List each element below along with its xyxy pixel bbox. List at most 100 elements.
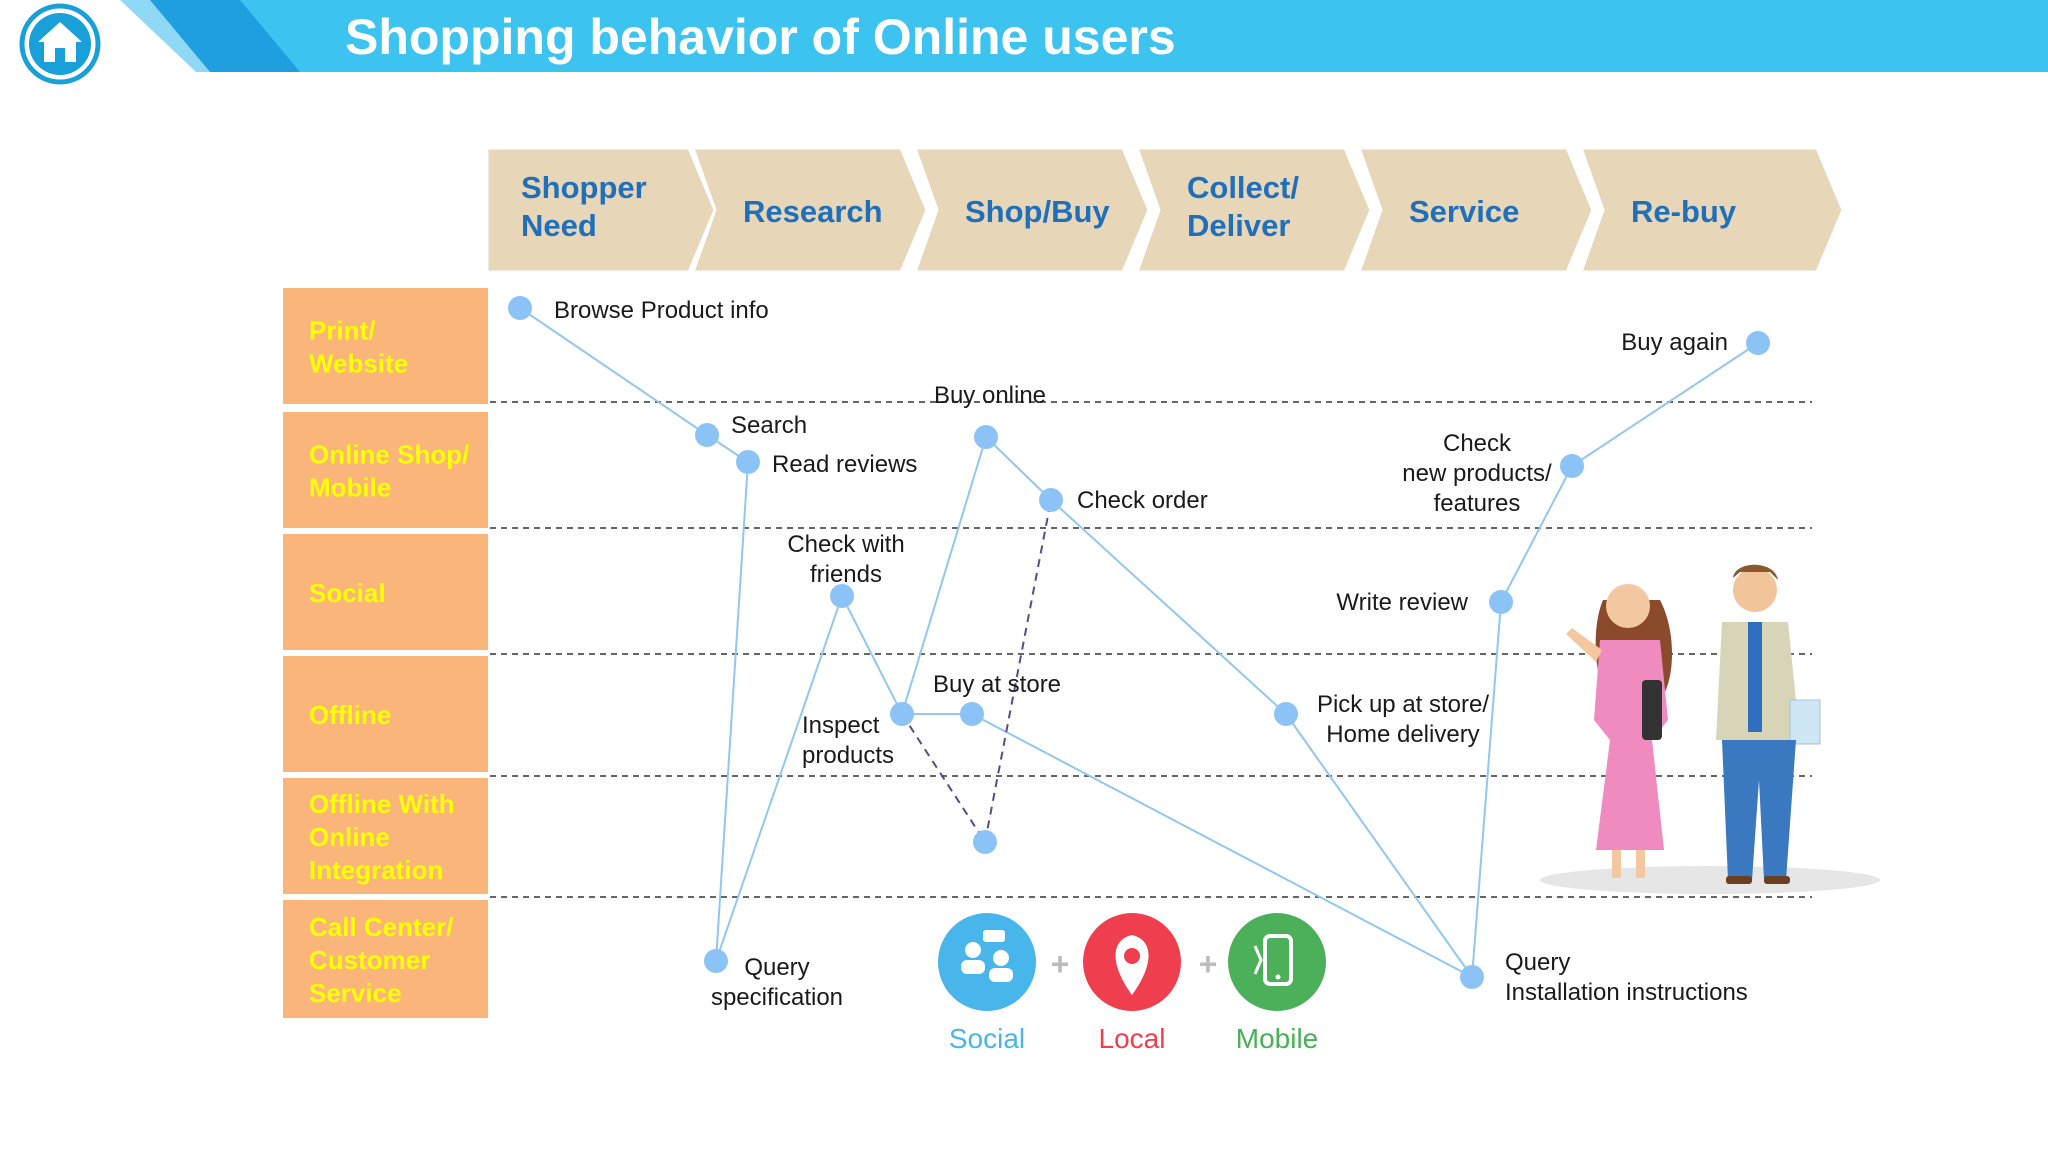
man-figure <box>1716 564 1821 884</box>
touchpoint-node-buy_online <box>974 425 998 449</box>
connector-check_order-pickup <box>1050 499 1287 715</box>
woman-arm <box>1566 628 1602 662</box>
touchpoint-node-query_install <box>1460 965 1484 989</box>
connector-query_install-write_review <box>1471 601 1502 978</box>
touchpoint-node-query_spec <box>704 949 728 973</box>
home-button[interactable] <box>18 2 102 86</box>
legend-plus-2: + <box>1199 946 1218 982</box>
stage-label-6: Re-buy <box>1631 194 1737 229</box>
stage-label-2: Research <box>743 194 883 229</box>
stage-arrow-3 <box>912 146 1151 274</box>
touchpoint-label-write_review: Write review <box>1336 589 1468 616</box>
legend-label-mobile: Mobile <box>1236 1023 1318 1054</box>
touchpoint-node-pickup <box>1274 702 1298 726</box>
touchpoint-label-pickup: Pick up at store/Home delivery <box>1317 691 1489 748</box>
connector-buy_store-query_install <box>971 713 1473 978</box>
touchpoint-label-buy_store: Buy at store <box>933 671 1061 698</box>
touchpoint-label-browse: Browse Product info <box>554 297 769 324</box>
shoppers-illustration <box>1540 564 1880 894</box>
touchpoint-label-reviews: Read reviews <box>772 451 917 478</box>
woman-bag <box>1642 680 1662 740</box>
woman-dress <box>1594 640 1668 850</box>
touchpoint-node-reviews <box>736 450 760 474</box>
touchpoint-node-friends <box>830 584 854 608</box>
channel-legend: Social Local Mobile + + <box>938 913 1326 1054</box>
legend-item-local: Local <box>1083 913 1181 1054</box>
touchpoint-node-browse <box>508 296 532 320</box>
man-shoe-left <box>1726 876 1752 884</box>
connector-reviews-query_spec <box>715 461 749 962</box>
legend-label-local: Local <box>1099 1023 1166 1054</box>
page-title: Shopping behavior of Online users <box>345 9 1176 65</box>
touchpoint-node-search <box>695 423 719 447</box>
connector-pickup-query_install <box>1285 713 1473 978</box>
touchpoint-node-buy_again <box>1746 331 1770 355</box>
connector-friends-inspect <box>841 595 903 715</box>
stage-arrow-6 <box>1578 146 1845 274</box>
channel-box-2 <box>283 412 488 528</box>
channel-label-1: Print/Website <box>309 316 408 379</box>
stage-arrow-4 <box>1134 146 1373 274</box>
touchpoint-label-search: Search <box>731 412 807 439</box>
dashed-connector-inspect-integration <box>901 713 986 843</box>
touchpoint-label-buy_again: Buy again <box>1621 329 1728 356</box>
lane-dividers <box>490 401 1812 898</box>
woman-leg-left <box>1612 850 1621 878</box>
channel-label-2: Online Shop/Mobile <box>309 440 469 503</box>
stage-label-4: Collect/Deliver <box>1187 170 1299 243</box>
legend-plus-1: + <box>1051 946 1070 982</box>
connector-browse-search <box>519 307 708 436</box>
header-accent-light <box>120 0 210 72</box>
touchpoint-node-buy_store <box>960 702 984 726</box>
channel-box-1 <box>283 288 488 404</box>
man-tablet <box>1789 699 1821 745</box>
legend-item-mobile: Mobile <box>1228 913 1326 1054</box>
legend-circle-mobile <box>1228 913 1326 1011</box>
man-jeans <box>1722 740 1796 880</box>
touchpoint-label-buy_online: Buy online <box>934 382 1046 409</box>
channel-label-4: Offline <box>309 700 391 730</box>
channel-box-6 <box>283 900 488 1018</box>
touchpoint-node-write_review <box>1489 590 1513 614</box>
touchpoint-node-integration <box>973 830 997 854</box>
journey-connectors <box>519 307 1759 978</box>
header-background <box>0 0 2048 72</box>
stage-arrow-2 <box>690 146 929 274</box>
touchpoint-label-check_order: Check order <box>1077 487 1208 514</box>
channel-box-4 <box>283 656 488 772</box>
connector-query_spec-friends <box>715 595 843 962</box>
connector-check_new-buy_again <box>1571 342 1759 467</box>
man-hair <box>1733 564 1778 580</box>
channel-box-5 <box>283 778 488 894</box>
channel-box-3 <box>283 534 488 650</box>
map-pin-icon <box>1115 935 1149 995</box>
dashed-connector-integration-check_order <box>984 499 1052 843</box>
woman-figure <box>1566 584 1672 878</box>
touchpoint-node-check_order <box>1039 488 1063 512</box>
connector-inspect-buy_online <box>901 436 987 715</box>
home-icon <box>19 3 101 85</box>
legend-label-social: Social <box>949 1023 1025 1054</box>
man-shirt <box>1748 622 1762 732</box>
touchpoint-nodes <box>508 296 1770 989</box>
man-head <box>1733 568 1777 612</box>
stage-arrow-1 <box>485 146 717 274</box>
legend-item-social: Social <box>938 913 1036 1054</box>
channel-label-3: Social <box>309 578 386 608</box>
woman-leg-right <box>1636 850 1645 878</box>
man-shoe-right <box>1764 876 1790 884</box>
stage-arrow-5 <box>1356 146 1595 274</box>
chat-people-icon <box>961 930 1013 982</box>
floor-shadow <box>1540 866 1880 894</box>
